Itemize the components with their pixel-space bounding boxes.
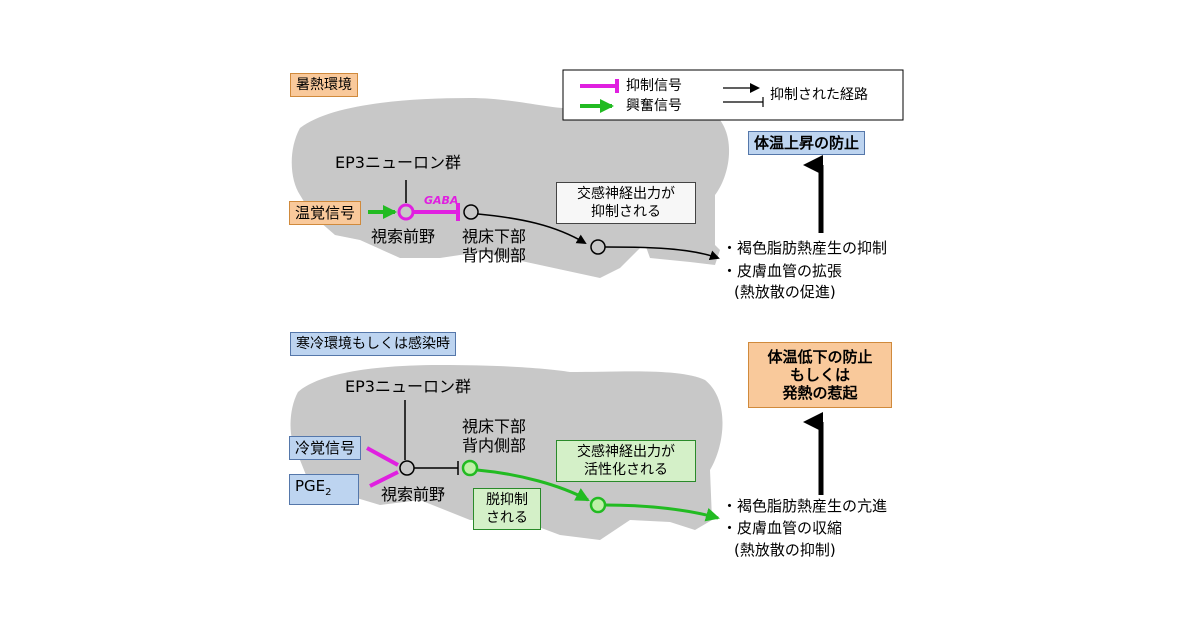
input-warm: 温覚信号: [289, 201, 362, 225]
dmh-label-top-2: 背内側部: [462, 246, 527, 265]
legend-box: [562, 69, 904, 121]
effect-bottom-1: ・褐色脂肪熱産生の亢進: [722, 497, 888, 515]
result-box-bottom: 体温低下の防止 もしくは 発熱の惹起: [748, 342, 892, 408]
gaba-label: GABA: [424, 194, 459, 207]
effect-bottom-3: (熱放散の抑制): [734, 541, 836, 559]
effect-top-3: (熱放散の促進): [734, 283, 836, 301]
brain-top-stem: [640, 230, 720, 265]
symp-box-bottom-line1: 交感神経出力が: [577, 444, 675, 460]
ep3-label-bottom: EP3ニューロン群: [345, 377, 471, 396]
legend-inhibit-label: 抑制信号: [626, 78, 682, 94]
input-cold: 冷覚信号: [289, 436, 362, 460]
result-bottom-line1: 体温低下の防止: [767, 348, 873, 366]
symp-box-top-line2: 抑制される: [591, 204, 661, 220]
legend-excite-label: 興奮信号: [626, 98, 682, 114]
env-label-cold: 寒冷環境もしくは感染時: [290, 332, 456, 356]
poa-label-top: 視索前野: [371, 227, 436, 246]
dmh-label-top-1: 視床下部: [462, 227, 527, 246]
effect-bottom-2: ・皮膚血管の収縮: [722, 519, 843, 537]
symp-box-bottom: 交感神経出力が 活性化される: [556, 440, 696, 482]
legend-inhibited-path-label: 抑制された経路: [770, 87, 868, 103]
result-box-top: 体温上昇の防止: [748, 131, 866, 155]
symp-box-top: 交感神経出力が 抑制される: [556, 182, 696, 224]
poa-label-bottom: 視索前野: [381, 485, 446, 504]
input-pge2-main: PGE: [295, 477, 326, 495]
ep3-label-top: EP3ニューロン群: [335, 153, 461, 172]
dmh-neuron-bottom: [461, 459, 479, 477]
brain-bottom-shape: [290, 365, 723, 540]
dmh-label-bottom-2: 背内側部: [462, 436, 527, 455]
effect-top-1: ・褐色脂肪熱産生の抑制: [722, 239, 888, 257]
symp-box-bottom-line2: 活性化される: [584, 462, 668, 478]
result-bottom-line3: 発熱の惹起: [782, 384, 858, 402]
effect-top-2: ・皮膚血管の拡張: [722, 262, 843, 280]
disinhibit-line2: される: [486, 510, 528, 526]
dmh-label-bottom-1: 視床下部: [462, 417, 527, 436]
dmh-neuron-top: [463, 204, 479, 220]
brain-top-shape: [291, 98, 730, 278]
disinhibit-box: 脱抑制 される: [473, 488, 541, 530]
disinhibit-line1: 脱抑制: [486, 492, 528, 508]
symp-box-top-line1: 交感神経出力が: [577, 186, 675, 202]
input-pge2: PGE2: [289, 474, 359, 505]
symp-neuron-bottom: [589, 496, 607, 514]
env-label-hot: 暑熱環境: [290, 73, 358, 97]
result-bottom-line2: もしくは: [789, 366, 850, 384]
input-pge2-sub: 2: [325, 487, 332, 498]
